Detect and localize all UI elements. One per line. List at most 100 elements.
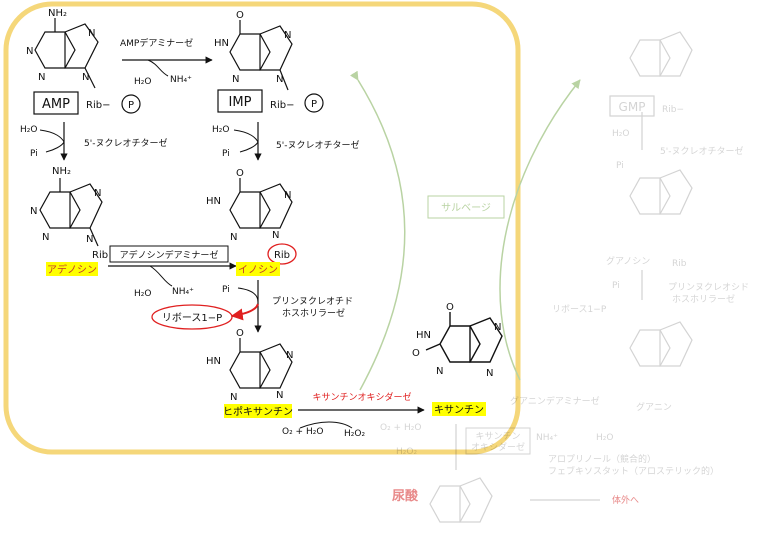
imp-n3: N xyxy=(232,74,239,85)
xanthine-n7: N xyxy=(494,322,501,333)
salvage-box xyxy=(427,195,505,219)
adenosine-n3: N xyxy=(42,232,49,243)
gmp-pi: Pi xyxy=(616,161,624,171)
guanosine-ribose: リボース1−P xyxy=(552,304,607,315)
xo2-h2o2: H₂O₂ xyxy=(396,447,417,457)
xo2-o2-h2o: O₂ + H₂O xyxy=(380,423,421,433)
pnp-pi-side xyxy=(237,287,259,303)
gmp-h2o: H₂O xyxy=(612,129,629,139)
pns-label-1: プリンヌクレオシド xyxy=(668,282,749,293)
imp-nucleotidase-side xyxy=(233,129,259,153)
imp-p: P xyxy=(311,99,317,110)
xanthine-hn: HN xyxy=(416,330,431,341)
amp-n1: N xyxy=(26,46,33,57)
adenosine-structure xyxy=(39,178,103,247)
inosine-n3: N xyxy=(230,232,237,243)
amp-deaminase-label: AMPデアミナーゼ xyxy=(120,37,193,49)
hypoxanthine-structure xyxy=(229,338,293,389)
adenosine-deaminase-label: アデノシンデアミナーゼ xyxy=(120,249,219,261)
xanthine-highlight xyxy=(432,402,486,416)
xanthine-nh: N xyxy=(436,366,443,377)
amp-label: AMP xyxy=(42,97,70,112)
imp-rib: Rib− xyxy=(270,100,294,111)
guanine-label: グアニン xyxy=(636,401,672,413)
salvage-arc-right xyxy=(499,79,581,381)
amp-nucleotidase-label: 5'-ヌクレオチターゼ xyxy=(84,137,167,149)
amp-deaminase-side xyxy=(147,59,169,77)
ribose-release-arrow xyxy=(230,303,259,321)
pnp-pi: Pi xyxy=(222,285,230,295)
imp-box xyxy=(217,89,263,113)
amp-h2o: H₂O xyxy=(134,77,151,87)
adenosine-deaminase-box xyxy=(109,245,229,263)
inosine-o: O xyxy=(236,168,244,179)
uric-acid-branch: キサンチン オキシダーゼ O₂ + H₂O H₂O₂ NH₄⁺ H₂O アロプリ… xyxy=(380,423,719,523)
gmp-label: GMP xyxy=(619,100,646,114)
amp-n9: N xyxy=(82,72,89,83)
salvage-label: サルベージ xyxy=(441,202,491,214)
imp-nt-pi: Pi xyxy=(222,149,230,159)
inosine-rib: Rib xyxy=(274,250,290,261)
xanthine-n9: N xyxy=(486,368,493,379)
adenosine-label: アデノシン xyxy=(47,263,97,276)
xo2-h2o: H₂O xyxy=(596,433,613,443)
hypoxanthine-label: ヒポキサンチン xyxy=(223,406,293,418)
gmp-nucleotidase: 5'-ヌクレオチターゼ xyxy=(660,145,743,157)
hypoxanthine-hn: HN xyxy=(206,356,221,367)
amp-n7: N xyxy=(88,28,95,39)
xanthine-structure xyxy=(425,312,503,363)
adenosine-nh2: NH₂ xyxy=(52,166,71,177)
gmp-rib: Rib− xyxy=(662,105,684,115)
hypoxanthine-highlight xyxy=(224,404,292,418)
xo-side-1 xyxy=(299,421,353,429)
gmp-branch: GMP Rib− 5'-ヌクレオチターゼ H₂O Pi グアノシン Rib Pi… xyxy=(510,31,749,413)
amp-nh4: NH₄⁺ xyxy=(170,75,192,85)
xo-box-2: オキシダーゼ xyxy=(471,441,525,453)
xanthine-o1: O xyxy=(446,302,454,313)
guanosine-label: グアノシン xyxy=(606,255,650,267)
amp-p: P xyxy=(128,100,134,111)
adenosine-rib: Rib xyxy=(92,250,108,261)
pnp-label-1: プリンヌクレオチド xyxy=(272,296,353,307)
amp-nh2: NH₂ xyxy=(48,8,67,19)
adenosine-n9: N xyxy=(86,234,93,245)
imp-label: IMP xyxy=(229,95,252,110)
hypoxanthine-n3: N xyxy=(230,392,237,403)
amp-n3: N xyxy=(38,72,45,83)
inosine-rib-circle xyxy=(267,243,297,265)
inosine-highlight xyxy=(236,262,280,276)
inosine-structure xyxy=(229,178,293,229)
adenosine-n1: N xyxy=(30,206,37,217)
xo2-nh4: NH₄⁺ xyxy=(536,433,558,443)
imp-n7: N xyxy=(284,30,291,41)
imp-n9: N xyxy=(276,74,283,85)
imp-nucleotidase-label: 5'-ヌクレオチターゼ xyxy=(276,139,359,151)
imp-hn: HN xyxy=(214,38,229,49)
amp-nucleotidase-side xyxy=(39,129,65,153)
amp-structure xyxy=(34,18,99,89)
amp-rib: Rib− xyxy=(86,100,110,111)
drug-line-2: フェブキソスタット（アロステリック的） xyxy=(548,465,719,477)
hypoxanthine-nh: N xyxy=(276,390,283,401)
uric-acid-label: 尿酸 xyxy=(392,488,419,504)
hypoxanthine-n7: N xyxy=(286,350,293,361)
excretion-label: 体外へ xyxy=(612,494,639,506)
guanosine-rib: Rib xyxy=(672,259,687,269)
adenosine-deaminase-side xyxy=(149,265,173,287)
ribose-circle xyxy=(151,304,233,330)
xo-h2o2: H₂O₂ xyxy=(344,429,365,439)
pns-label-2: ホスホリラーゼ xyxy=(672,293,735,305)
xo-box-1: キサンチン xyxy=(475,431,520,442)
hypoxanthine-o: O xyxy=(236,328,244,339)
ribose-label: リボース1−P xyxy=(162,312,222,324)
imp-phosphate xyxy=(304,93,324,113)
xo-o2-h2o: O₂ + H₂O xyxy=(282,427,323,437)
inosine-n7: N xyxy=(284,190,291,201)
imp-nt-h2o: H₂O xyxy=(212,125,229,135)
guanine-deaminase-label: グアニンデアミナーゼ xyxy=(510,395,600,407)
amp-nt-pi: Pi xyxy=(30,149,38,159)
xanthine-o2: O xyxy=(412,348,420,359)
adenosine-h2o: H₂O xyxy=(134,289,151,299)
amp-phosphate xyxy=(121,94,141,114)
